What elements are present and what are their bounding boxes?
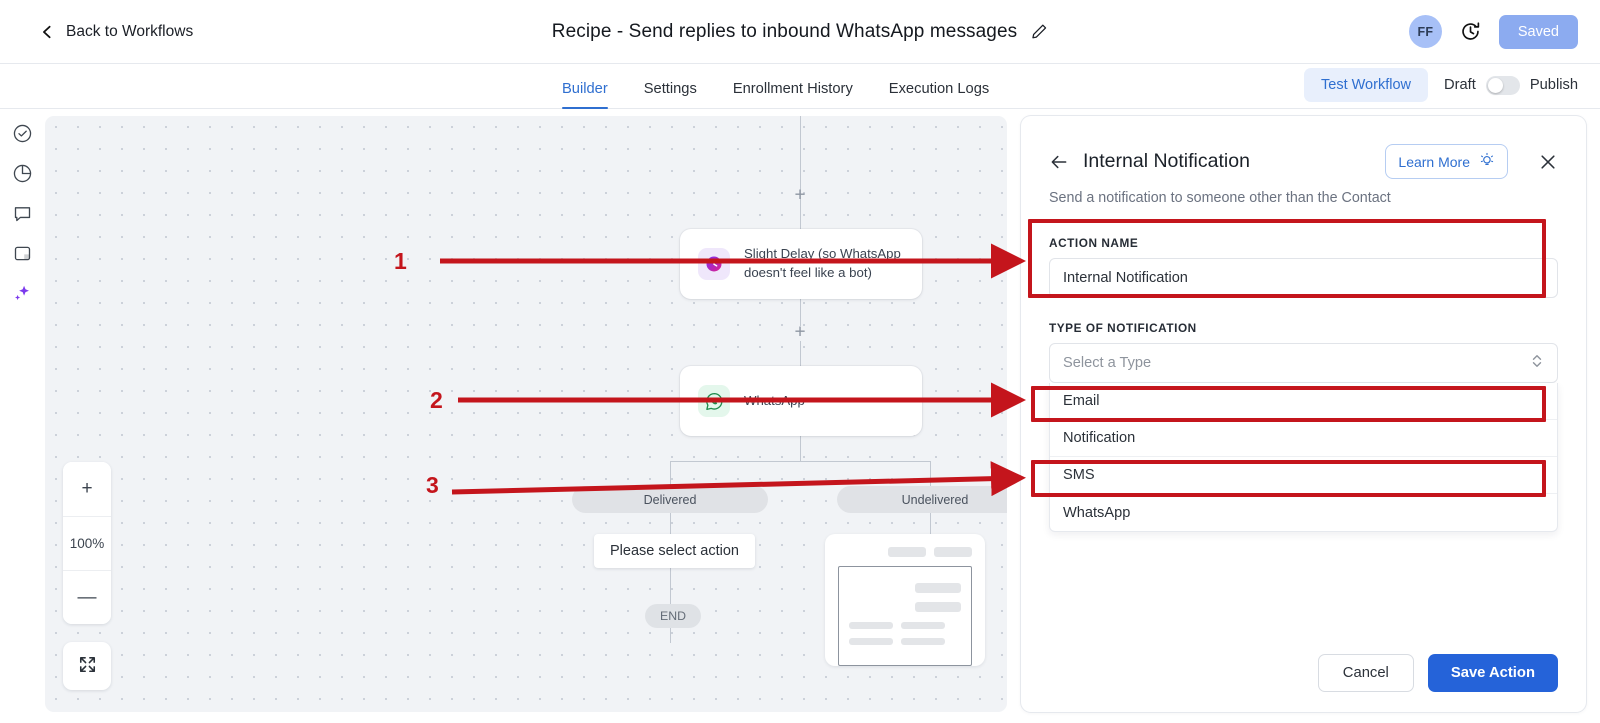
dropdown-option-email[interactable]: Email [1050,383,1557,420]
placeholder-bar [849,622,893,629]
type-of-notification-label: TYPE OF NOTIFICATION [1049,321,1197,335]
dropdown-option-sms[interactable]: SMS [1050,457,1557,494]
zoom-in-button[interactable]: + [63,462,111,516]
dropdown-option-notification[interactable]: Notification [1050,420,1557,457]
connector-line [670,461,930,462]
node-label: WhatsApp [744,392,805,408]
sparkle-icon[interactable] [12,283,33,304]
connector-line [800,421,801,461]
add-step-plus-icon[interactable]: + [794,321,806,343]
zoom-level-display[interactable]: 100% [63,516,111,570]
node-label: Slight Delay (so WhatsApp doesn't feel l… [744,246,901,280]
fit-screen-icon [78,655,97,677]
branch-pill-delivered[interactable]: Delivered [572,486,768,513]
save-action-button[interactable]: Save Action [1427,654,1558,692]
chevron-updown-icon [1530,353,1544,373]
publish-toggle-group: Draft Publish [1444,75,1578,95]
clock-icon [698,248,730,280]
learn-more-button[interactable]: Learn More [1385,144,1508,179]
publish-toggle[interactable] [1485,75,1520,95]
select-action-tooltip: Please select action [594,534,755,568]
back-chevron-icon [40,25,54,39]
panel-footer: Cancel Save Action [1049,654,1558,692]
type-select-dropdown: Email Notification SMS WhatsApp [1049,383,1558,532]
panel-back-arrow-icon[interactable] [1049,152,1069,172]
panel-subtitle: Send a notification to someone other tha… [1049,190,1391,206]
tab-bar: Builder Settings Enrollment History Exec… [0,64,1600,109]
workflow-canvas[interactable]: + + Slight Delay (so WhatsApp doesn't fe… [45,116,1007,712]
node-placeholder-card[interactable] [825,534,985,666]
draft-label: Draft [1444,77,1476,93]
connector-line [800,116,801,244]
test-workflow-button[interactable]: Test Workflow [1304,68,1428,102]
action-name-field-group: ACTION NAME [1049,236,1558,298]
type-select-trigger[interactable]: Select a Type [1049,343,1558,383]
history-icon[interactable] [1460,21,1481,42]
fit-to-screen-button[interactable] [63,642,111,690]
panel-title: Internal Notification [1083,150,1250,172]
action-config-panel: Internal Notification Learn More Send a … [1021,116,1586,712]
cancel-button[interactable]: Cancel [1317,654,1414,692]
connector-line [670,513,671,643]
whatsapp-icon [698,385,730,417]
zoom-out-button[interactable]: — [63,570,111,624]
zoom-controls: + 100% — [63,462,111,624]
top-header-bar: Back to Workflows Recipe - Send replies … [0,0,1600,64]
type-of-notification-group: TYPE OF NOTIFICATION Select a Type Email… [1049,321,1558,532]
branch-pill-undelivered[interactable]: Undelivered [837,486,1007,513]
pie-chart-icon[interactable] [12,163,33,184]
toggle-knob [1487,77,1503,93]
note-icon[interactable] [12,243,33,264]
connector-line [670,461,671,486]
placeholder-bar [901,622,945,629]
workflow-title-group: Recipe - Send replies to inbound WhatsAp… [552,21,1048,43]
panel-header: Internal Notification Learn More [1049,144,1558,179]
placeholder-bar [915,583,961,593]
type-select-placeholder: Select a Type [1063,355,1152,371]
placeholder-bar [849,638,893,645]
comment-icon[interactable] [12,203,33,224]
connector-line [800,341,801,386]
dropdown-option-whatsapp[interactable]: WhatsApp [1063,504,1131,521]
avatar[interactable]: FF [1408,15,1442,48]
node-slight-delay[interactable]: Slight Delay (so WhatsApp doesn't feel l… [680,229,922,299]
learn-more-label: Learn More [1398,153,1470,170]
connector-line [800,281,801,326]
main-area: + + Slight Delay (so WhatsApp doesn't fe… [0,109,1600,723]
lightbulb-icon [1479,152,1495,171]
saved-button[interactable]: Saved [1498,14,1578,49]
close-icon[interactable] [1522,152,1558,172]
end-node: END [645,604,701,628]
node-overflow-menu-icon[interactable]: ··· [882,391,904,410]
add-step-plus-icon[interactable]: + [794,184,806,206]
action-name-input[interactable] [1049,258,1558,298]
workflow-canvas-container: + + Slight Delay (so WhatsApp doesn't fe… [45,109,1021,723]
header-actions: FF Saved [1408,14,1578,49]
connector-line [930,461,931,486]
tab-enrollment-history[interactable]: Enrollment History [732,81,853,97]
placeholder-bar [901,638,945,645]
placeholder-bar [915,602,961,612]
tabbar-actions: Test Workflow Draft Publish [1304,68,1578,102]
check-circle-icon[interactable] [12,123,33,144]
placeholder-bar [888,547,926,557]
tab-settings[interactable]: Settings [643,81,697,97]
node-whatsapp[interactable]: WhatsApp ··· [680,366,922,436]
left-icon-rail [0,109,45,723]
action-name-label: ACTION NAME [1049,236,1139,250]
tab-builder[interactable]: Builder [562,81,608,109]
publish-label: Publish [1529,77,1578,93]
back-to-workflows-label: Back to Workflows [66,22,194,40]
edit-pencil-icon[interactable] [1031,23,1048,40]
tab-list: Builder Settings Enrollment History Exec… [562,81,990,109]
placeholder-bar [934,547,972,557]
tab-execution-logs[interactable]: Execution Logs [888,81,990,97]
page-title: Recipe - Send replies to inbound WhatsAp… [551,20,1018,42]
back-to-workflows-link[interactable]: Back to Workflows [40,23,193,41]
placeholder-frame [838,566,972,666]
